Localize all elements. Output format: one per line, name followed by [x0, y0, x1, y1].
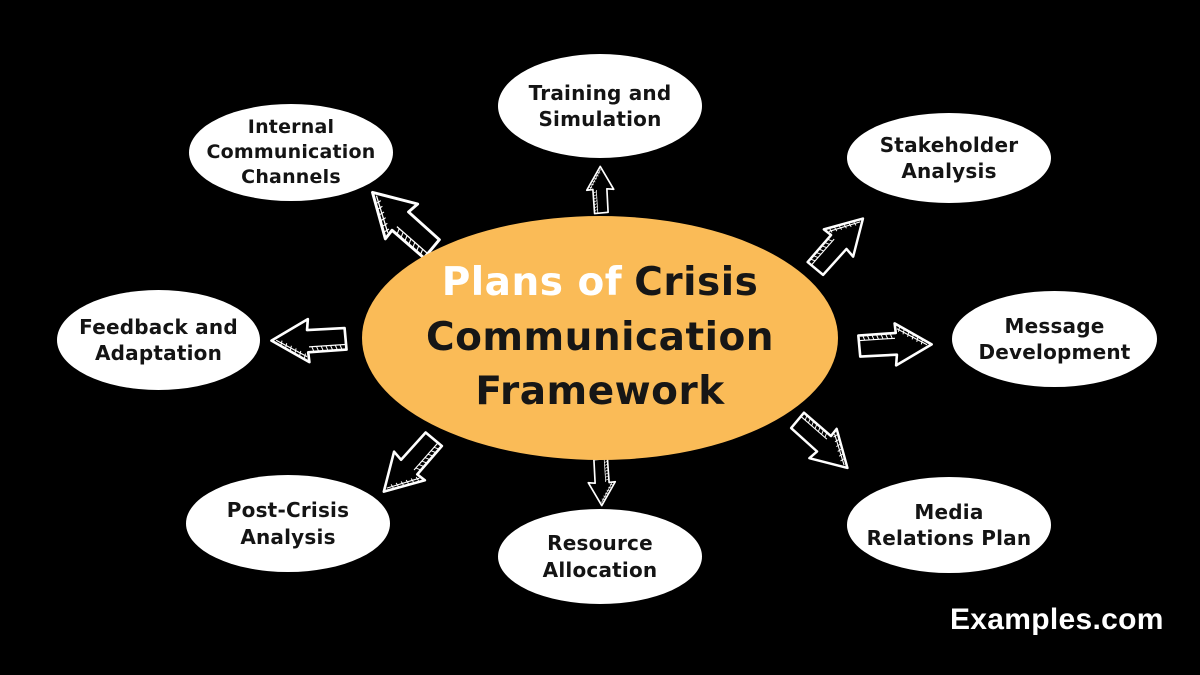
node-label-line: Channels [241, 166, 341, 189]
node-label-line: Media [914, 499, 984, 524]
node-label-line: Feedback and [79, 314, 238, 339]
center-title-line-3: Framework [475, 369, 725, 415]
node-feedback-and-adaptation: Feedback and Adaptation [57, 290, 260, 390]
node-stakeholder-analysis: Stakeholder Analysis [847, 113, 1051, 203]
node-label-line: Message [1004, 313, 1105, 338]
node-label-line: Communication [206, 140, 376, 163]
node-label-line: Analysis [240, 524, 336, 549]
node-label-line: Adaptation [94, 341, 223, 365]
arrow-up-icon [582, 163, 618, 217]
node-label-line: Resource [547, 531, 653, 556]
arrow-up-right-icon [792, 197, 884, 289]
node-label-line: Stakeholder [879, 132, 1019, 157]
node-message-development: Message Development [952, 291, 1157, 387]
node-label-line: Post-Crisis [226, 498, 350, 523]
center-title-highlight: Plans of [441, 260, 623, 306]
arrow-right-icon [853, 317, 937, 371]
node-media-relations-plan: Media Relations Plan [847, 477, 1051, 573]
node-label-line: Allocation [542, 557, 658, 582]
node-label-line: Simulation [538, 107, 662, 131]
node-label-line: Relations Plan [866, 526, 1032, 550]
node-label-line: Development [978, 340, 1131, 364]
node-resource-allocation: Resource Allocation [498, 509, 702, 604]
node-training-and-simulation: Training and Simulation [498, 54, 702, 158]
arrow-left-icon [266, 314, 352, 368]
node-post-crisis-analysis: Post-Crisis Analysis [186, 475, 390, 572]
center-title-rest: Crisis [634, 260, 759, 306]
node-label-line: Training and [528, 80, 672, 105]
arrow-down-icon [584, 455, 620, 509]
node-internal-communication-channels: Internal Communication Channels [189, 104, 393, 201]
center-title-line-2: Communication [425, 314, 775, 360]
node-label-line: Internal [247, 115, 335, 138]
brand-watermark: Examples.com [950, 603, 1164, 636]
node-label-line: Analysis [901, 159, 997, 183]
